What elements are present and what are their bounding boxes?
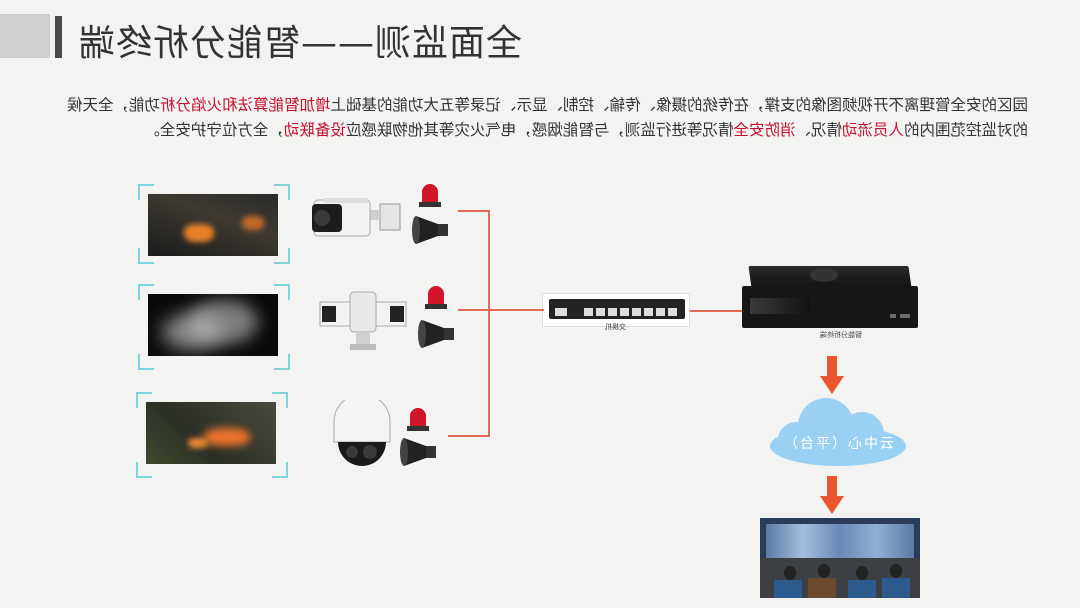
intro-highlight: 设备联动 (283, 121, 346, 139)
alarm-light-icon (404, 404, 432, 436)
alarm-light-icon (422, 282, 450, 314)
link-camera-3 (448, 435, 490, 437)
intro-paragraph: 园区的安全管理离不开视频图像的支撑，在传统的摄像、传输、控制、显示、记录等五大功… (58, 93, 1028, 143)
alarm-light-icon (416, 180, 444, 212)
smoke-scene-photo (148, 294, 278, 356)
intro-highlight: 增加智能算法和火焰分析 (159, 96, 331, 114)
dome-camera-icon (330, 393, 394, 480)
header-gray-block (0, 14, 50, 58)
thumb-bracket (274, 248, 290, 264)
intro-text: 园区的安全管理离不开视频图像的支撑，在传统的摄像、传输、控制、显示、记录等五大功… (330, 96, 1028, 114)
arrow-down-icon (820, 476, 844, 514)
link-camera-2 (458, 309, 490, 311)
switch-label: 交换机 (605, 323, 626, 331)
speaker-icon (398, 436, 438, 472)
header-accent-bar (55, 16, 62, 58)
link-nvr-switch (690, 310, 742, 312)
forest-fire-photo (146, 402, 276, 464)
thumb-bracket (274, 184, 290, 200)
thumb-bracket (274, 284, 290, 300)
page-title: 全面监测——智能分析终端 (78, 23, 523, 64)
nvr-icon (742, 266, 918, 328)
cloud-icon: 云中心（平台） (768, 398, 908, 468)
speaker-icon (410, 214, 450, 250)
thumb-bracket (138, 284, 154, 300)
intro-text: 情况等进行监测，与智能烟感，电气火灾等其他物联感应 (345, 121, 734, 139)
intro-text: ，全方位守护安全。 (144, 121, 284, 139)
fire-scene-photo (148, 194, 278, 256)
thumb-bracket (272, 392, 288, 408)
control-room-photo (760, 518, 920, 598)
bus-vertical (488, 210, 490, 436)
nvr-label: 智能分析终端 (820, 331, 862, 339)
link-switch-bus (490, 309, 544, 311)
arrow-down-icon (820, 356, 844, 394)
speaker-icon (416, 318, 456, 354)
thumb-bracket (138, 354, 154, 370)
intro-highlight: 消防安全 (733, 121, 796, 139)
bullet-camera-icon (306, 196, 402, 254)
link-camera-1 (458, 210, 490, 212)
thumb-bracket (274, 354, 290, 370)
thumb-bracket (138, 184, 154, 200)
thumb-bracket (138, 248, 154, 264)
intro-highlight: 人员流动 (841, 121, 904, 139)
ptz-camera-icon (314, 288, 410, 356)
thumb-bracket (136, 462, 152, 478)
thumb-bracket (136, 392, 152, 408)
intro-text: 情况、 (795, 121, 842, 139)
thumb-bracket (272, 462, 288, 478)
cloud-label: 云中心（平台） (782, 436, 894, 452)
